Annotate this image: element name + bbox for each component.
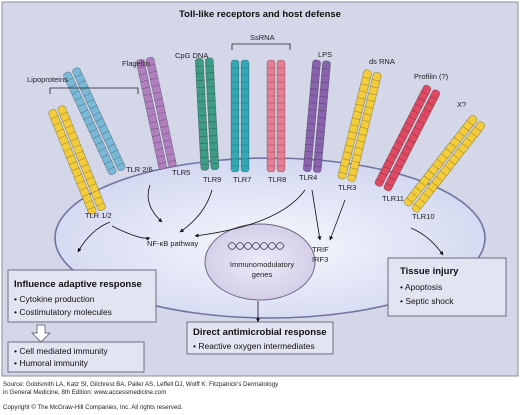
receptor-tlr3: [337, 69, 382, 182]
receptor-label-tlr9: TLR9: [203, 175, 221, 184]
adaptive-item-costimulatory: • Costimulatory molecules: [14, 307, 112, 317]
copyright-caption: Copyright © The McGraw-Hill Companies, I…: [3, 404, 183, 411]
ligand-dsrna: ds RNA: [369, 57, 395, 66]
nucleus-label-line2: genes: [252, 270, 273, 279]
adaptive-response-box: [7, 269, 157, 323]
receptor-group: [48, 56, 486, 215]
ligand-x: X?: [457, 100, 466, 109]
antimicrobial-title: Direct antimicrobial response: [193, 327, 327, 338]
signaling-arrows: [77, 184, 444, 323]
receptor-tlr7: [230, 59, 250, 173]
immunity-box: [7, 341, 145, 373]
source-caption-line2: in General Medicine, 8th Edition: www.ac…: [3, 389, 167, 396]
receptor-tlr10: [403, 115, 486, 213]
receptor-tlr26: [63, 67, 126, 176]
receptor-label-tlr10: TLR10: [412, 212, 435, 221]
receptor-label-tlr12: TLR 1/2: [85, 211, 112, 220]
receptor-label-tlr8: TLR8: [268, 175, 286, 184]
ssrna-bracket: [231, 43, 291, 50]
lipoproteins-bracket: [49, 87, 139, 94]
ligand-ssrna: SsRNA: [250, 33, 275, 42]
adaptive-response-title: Influence adaptive response: [14, 279, 142, 290]
adaptive-item-cytokine: • Cytokine production: [14, 294, 95, 304]
figure-title: Toll-like receptors and host defense: [179, 9, 341, 20]
receptor-label-tlr4: TLR4: [299, 173, 317, 182]
adaptive-to-immunity-arrow: [30, 324, 52, 343]
ligand-flagellin: Flagellin: [122, 59, 150, 68]
injury-item-septic: • Septic shock: [400, 296, 454, 306]
trif-label: TRIF: [312, 245, 329, 254]
receptor-label-tlr26: TLR 2/6: [126, 165, 153, 174]
receptor-tlr11: [374, 84, 441, 192]
receptor-tlr8: [266, 59, 286, 173]
receptor-label-tlr11: TLR11: [382, 194, 404, 203]
ligand-lps: LPS: [318, 50, 332, 59]
immunity-item-cell: • Cell mediated immunity: [14, 346, 108, 356]
nucleus-label-line1: Immunomodulatory: [230, 260, 294, 269]
ligand-cpg-dna: CpG DNA: [175, 51, 208, 60]
injury-item-apoptosis: • Apoptosis: [400, 282, 442, 292]
immunity-item-humoral: • Humoral immunity: [14, 358, 89, 368]
receptor-tlr4: [302, 59, 331, 173]
tissue-injury-box: [387, 257, 507, 317]
irf3-label: IRF3: [312, 255, 328, 264]
receptor-tlr5: [136, 56, 177, 170]
ligand-lipoproteins: Lipoproteins: [27, 75, 68, 84]
tissue-injury-title: Tissue injury: [400, 266, 459, 277]
dna-helix-icon: [227, 242, 285, 250]
nfkb-pathway-label: NF-κB pathway: [147, 239, 199, 248]
antimicrobial-response-box: [186, 321, 334, 355]
antimicrobial-item-ros: • Reactive oxygen intermediates: [193, 341, 315, 351]
receptor-label-tlr3: TLR3: [338, 183, 356, 192]
receptor-label-tlr5: TLR5: [172, 168, 190, 177]
ligand-profilin: Profilin (?): [414, 72, 449, 81]
receptor-tlr12: [48, 105, 106, 215]
receptor-tlr9: [195, 57, 220, 171]
source-caption-line1: Source: Goldsmith LA, Katz SI, Gilchrest…: [3, 381, 279, 388]
receptor-label-tlr7: TLR7: [233, 175, 251, 184]
